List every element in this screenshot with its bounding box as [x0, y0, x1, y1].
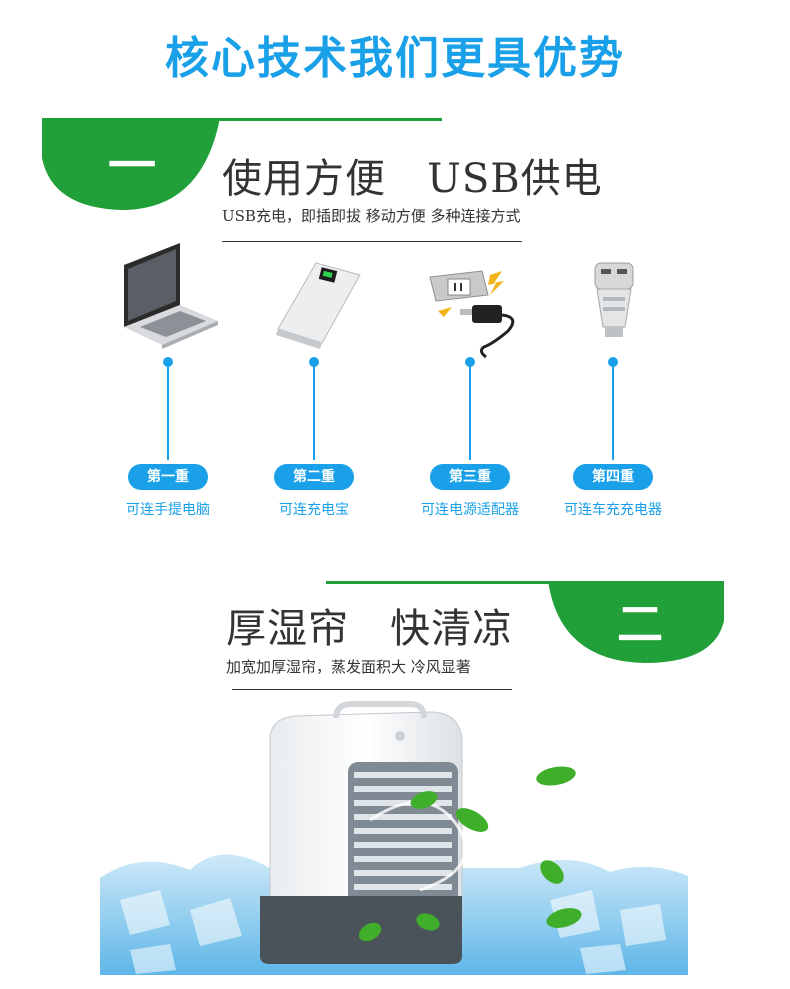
- power-bank-icon: [276, 262, 361, 349]
- section-two-topline: [326, 581, 722, 584]
- tier-badge: 第一重: [128, 464, 208, 490]
- section-one-badge: [42, 118, 220, 210]
- connector-line: [469, 360, 471, 460]
- connector-line: [612, 360, 614, 460]
- laptop-icon: [124, 243, 218, 349]
- section-one-subtitle: USB充电，即插即拔 移动方便 多种连接方式: [222, 207, 521, 225]
- device-item-laptop: 第一重 可连手提电脑: [88, 235, 248, 535]
- section-two-divider: [232, 689, 512, 690]
- device-item-car-charger: 第四重 可连车充充电器: [533, 235, 693, 535]
- connector-line: [313, 360, 315, 460]
- tier-badge: 第三重: [430, 464, 510, 490]
- power-adapter-icon: [429, 270, 515, 359]
- section-one-number: 一: [107, 138, 156, 194]
- device-item-power-adapter: 第三重 可连电源适配器: [390, 235, 550, 535]
- tier-badge: 第四重: [573, 464, 653, 490]
- section-one-topline: [42, 118, 442, 121]
- section-one-heading: 使用方便 USB供电: [222, 156, 603, 202]
- section-one-divider: [222, 241, 522, 242]
- tier-badge: 第二重: [274, 464, 354, 490]
- page-title: 核心技术我们更具优势: [165, 33, 625, 84]
- section-two-badge: [548, 581, 724, 663]
- section-two-heading: 厚湿帘 快清凉: [226, 606, 514, 652]
- air-cooler-product-image: [100, 701, 688, 975]
- connector-line: [167, 360, 169, 460]
- device-label: 可连手提电脑: [126, 502, 210, 518]
- device-label: 可连充电宝: [279, 502, 349, 518]
- device-label: 可连车充充电器: [564, 502, 662, 518]
- section-two-number: 二: [617, 597, 663, 651]
- device-item-power-bank: 第二重 可连充电宝: [234, 235, 394, 535]
- section-two-subtitle: 加宽加厚湿帘，蒸发面积大 冷风显著: [226, 658, 471, 676]
- device-label: 可连电源适配器: [421, 502, 519, 518]
- car-charger-icon: [594, 262, 634, 337]
